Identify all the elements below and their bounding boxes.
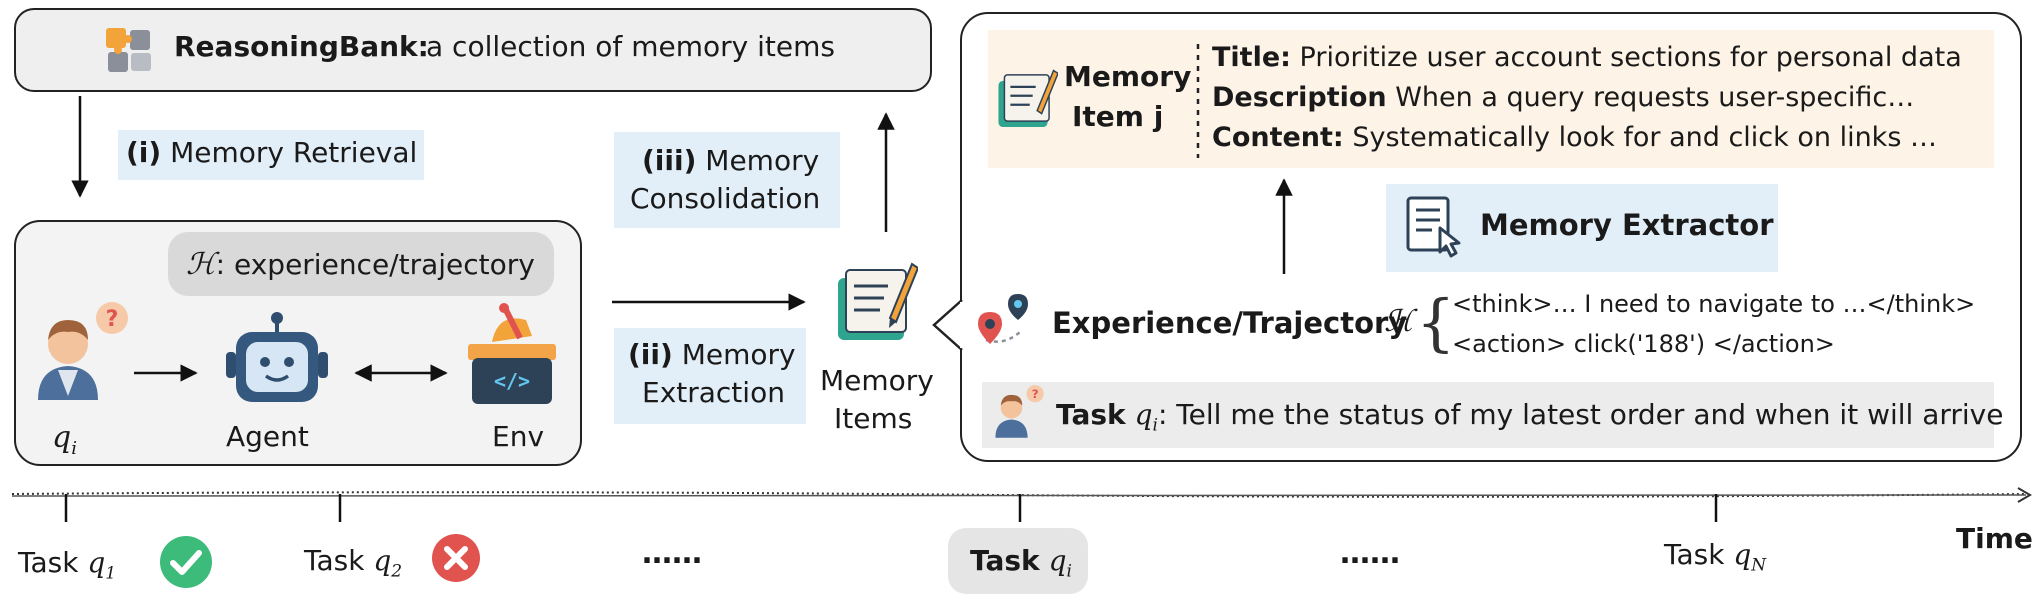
trajectory-label: Experience/Trajectory bbox=[1052, 306, 1408, 340]
task-query-word: Task bbox=[1056, 398, 1126, 431]
memory-extractor-label: Memory Extractor bbox=[1480, 208, 1774, 242]
title-key: Title: bbox=[1212, 42, 1291, 73]
memory-item-line2: Item j bbox=[1072, 100, 1164, 133]
timeline-ellipsis-2: …… bbox=[1340, 536, 1400, 571]
memory-item-block bbox=[988, 30, 1994, 168]
task-query-sub: i bbox=[1152, 415, 1158, 436]
t2-sub: 2 bbox=[391, 561, 403, 582]
memory-title-row: Title: Prioritize user account sections … bbox=[1212, 42, 1962, 73]
task-query-body: : Tell me the status of my latest order … bbox=[1157, 398, 2004, 431]
extraction-number: (ii) bbox=[628, 338, 673, 371]
memory-item-line1: Memory bbox=[1064, 60, 1192, 93]
memory-items-line2: Items bbox=[834, 402, 913, 435]
memory-content-row: Content: Systematically look for and cli… bbox=[1212, 122, 1937, 153]
description-value: When a query requests user-specific… bbox=[1395, 82, 1915, 113]
tN-sub: N bbox=[1751, 555, 1767, 576]
current-task-pill bbox=[948, 528, 1088, 594]
memory-retrieval-text: (i) Memory Retrieval bbox=[126, 136, 417, 169]
environment-icon: </> bbox=[462, 302, 562, 410]
svg-text:?: ? bbox=[106, 307, 119, 332]
ti-q: q bbox=[1048, 544, 1067, 577]
bank-title: ReasoningBank: bbox=[174, 30, 429, 63]
q-subscript: i bbox=[71, 438, 77, 459]
timeline-task-qi: Task qi bbox=[970, 544, 1072, 582]
t2-word: Task bbox=[304, 544, 365, 577]
task-query-q: q bbox=[1134, 398, 1153, 431]
memory-extraction-label bbox=[614, 328, 806, 424]
consolidation-word1: Memory bbox=[705, 144, 820, 177]
success-check-icon bbox=[158, 534, 214, 590]
memory-items-line1: Memory bbox=[820, 364, 934, 397]
ti-word: Task bbox=[970, 544, 1040, 577]
content-value: Systematically look for and click on lin… bbox=[1352, 122, 1937, 153]
timeline-task-q2: Task q2 bbox=[304, 544, 402, 582]
failure-cross-icon bbox=[430, 532, 482, 584]
user-question-small-icon: ? bbox=[990, 380, 1048, 444]
experience-trajectory-pill bbox=[168, 232, 554, 296]
content-key: Content: bbox=[1212, 122, 1344, 153]
retrieval-word: Memory Retrieval bbox=[170, 136, 418, 169]
retrieval-number: (i) bbox=[126, 136, 162, 169]
memory-items-notebook-icon bbox=[832, 258, 920, 344]
consolidation-number: (iii) bbox=[642, 144, 697, 177]
extraction-line2: Extraction bbox=[642, 376, 785, 409]
timeline-task-qN: Task qN bbox=[1664, 538, 1766, 576]
agent-label: Agent bbox=[226, 420, 309, 453]
time-axis-label: Time bbox=[1956, 522, 2033, 555]
ti-sub: i bbox=[1066, 561, 1072, 582]
route-pin-icon bbox=[976, 290, 1038, 352]
t1-q: q bbox=[87, 546, 106, 579]
extraction-line1: (ii) Memory bbox=[628, 338, 796, 371]
puzzle-icon bbox=[104, 26, 154, 74]
timeline-task-q1: Task q1 bbox=[18, 546, 116, 584]
extraction-word1: Memory bbox=[681, 338, 796, 371]
q-i-label: qi bbox=[52, 420, 77, 459]
memory-description-row: Description When a query requests user-s… bbox=[1212, 82, 1914, 113]
h-symbol: ℋ bbox=[186, 247, 216, 282]
consolidation-line1: (iii) Memory bbox=[642, 144, 819, 177]
memory-retrieval-label bbox=[118, 130, 424, 180]
task-query-bar bbox=[982, 382, 1994, 448]
env-label: Env bbox=[492, 420, 545, 453]
tN-q: q bbox=[1733, 538, 1752, 571]
title-value: Prioritize user account sections for per… bbox=[1299, 42, 1962, 73]
trajectory-action: <action> click('188') </action> bbox=[1452, 330, 1835, 358]
reasoningbank-box bbox=[14, 8, 932, 92]
document-pointer-icon bbox=[1404, 194, 1464, 260]
timeline-axis bbox=[11, 491, 2027, 498]
t1-sub: 1 bbox=[105, 563, 117, 584]
tN-word: Task bbox=[1664, 538, 1725, 571]
trajectory-think: <think>… I need to navigate to …</think> bbox=[1452, 290, 1976, 318]
svg-text:?: ? bbox=[1032, 387, 1039, 401]
trajectory-h-symbol: ℋ bbox=[1384, 304, 1414, 339]
consolidation-line2: Consolidation bbox=[630, 182, 821, 215]
trajectory-brace: { bbox=[1416, 286, 1456, 359]
timeline-ellipsis-1: …… bbox=[642, 536, 702, 571]
q-symbol: q bbox=[52, 420, 72, 455]
task-query-text: Task qi: Tell me the status of my latest… bbox=[1056, 398, 2003, 436]
h-label: : experience/trajectory bbox=[215, 248, 535, 281]
t2-q: q bbox=[373, 544, 392, 577]
user-question-icon: ? bbox=[28, 300, 136, 404]
memory-item-notebook-icon bbox=[994, 66, 1059, 130]
description-key: Description bbox=[1212, 82, 1387, 113]
experience-pill-text: ℋ: experience/trajectory bbox=[186, 247, 535, 282]
robot-agent-icon bbox=[222, 312, 332, 412]
memory-consolidation-label bbox=[614, 132, 840, 228]
svg-text:</>: </> bbox=[494, 369, 530, 393]
t1-word: Task bbox=[18, 546, 79, 579]
bank-description: a collection of memory items bbox=[426, 30, 835, 63]
